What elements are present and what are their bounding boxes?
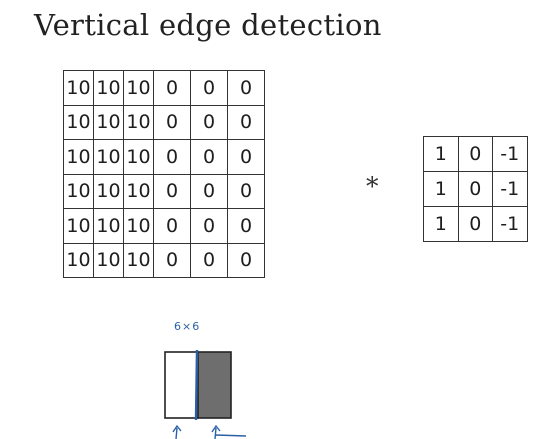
matrix-cell: 10 bbox=[123, 173, 154, 209]
matrix-cell: -1 bbox=[492, 136, 528, 172]
matrix-cell: 10 bbox=[123, 104, 154, 140]
page-title: Vertical edge detection bbox=[34, 8, 382, 42]
matrix-cell: 0 bbox=[227, 70, 265, 106]
matrix-cell: 0 bbox=[153, 242, 191, 278]
matrix-cell: 0 bbox=[153, 139, 191, 175]
matrix-cell: 10 bbox=[93, 139, 124, 175]
edge-sketch bbox=[164, 349, 247, 439]
matrix-cell: 10 bbox=[63, 139, 94, 175]
matrix-cell: 0 bbox=[457, 206, 493, 242]
matrix-cell: 10 bbox=[93, 208, 124, 244]
matrix-cell: 0 bbox=[227, 104, 265, 140]
matrix-cell: 10 bbox=[123, 139, 154, 175]
matrix-cell: 1 bbox=[423, 171, 459, 207]
matrix-cell: 10 bbox=[63, 70, 94, 106]
matrix-cell: 0 bbox=[153, 104, 191, 140]
matrix-cell: 0 bbox=[457, 171, 493, 207]
matrix-cell: 10 bbox=[123, 208, 154, 244]
matrix-cell: -1 bbox=[492, 171, 528, 207]
matrix-cell: 10 bbox=[63, 242, 94, 278]
matrix-cell: 10 bbox=[123, 70, 154, 106]
matrix-cell: 0 bbox=[227, 208, 265, 244]
matrix-cell: 0 bbox=[153, 173, 191, 209]
matrix-cell: 10 bbox=[93, 70, 124, 106]
left-arrow-mark bbox=[172, 424, 182, 439]
right-arrow-mark bbox=[211, 424, 247, 439]
matrix-cell: 1 bbox=[423, 136, 459, 172]
convolution-operator: * bbox=[366, 172, 379, 201]
matrix-cell: 0 bbox=[227, 139, 265, 175]
matrix-cell: 10 bbox=[93, 104, 124, 140]
light-region bbox=[164, 351, 199, 419]
matrix-cell: 0 bbox=[190, 242, 228, 278]
matrix-cell: 10 bbox=[63, 208, 94, 244]
matrix-cell: 0 bbox=[190, 70, 228, 106]
matrix-cell: 0 bbox=[227, 242, 265, 278]
matrix-cell: 0 bbox=[190, 173, 228, 209]
matrix-cell: 0 bbox=[190, 104, 228, 140]
dark-region bbox=[197, 351, 232, 419]
matrix-cell: 1 bbox=[423, 206, 459, 242]
matrix-cell: 0 bbox=[153, 208, 191, 244]
matrix-cell: 0 bbox=[457, 136, 493, 172]
matrix-cell: 10 bbox=[63, 173, 94, 209]
matrix-cell: 0 bbox=[190, 208, 228, 244]
matrix-cell: -1 bbox=[492, 206, 528, 242]
matrix-cell: 0 bbox=[190, 139, 228, 175]
matrix-cell: 10 bbox=[93, 242, 124, 278]
matrix-cell: 0 bbox=[153, 70, 191, 106]
matrix-cell: 0 bbox=[227, 173, 265, 209]
edge-line bbox=[194, 349, 199, 421]
matrix-cell: 10 bbox=[63, 104, 94, 140]
size-annotation: 6×6 bbox=[174, 320, 201, 333]
matrix-cell: 10 bbox=[93, 173, 124, 209]
matrix-cell: 10 bbox=[123, 242, 154, 278]
